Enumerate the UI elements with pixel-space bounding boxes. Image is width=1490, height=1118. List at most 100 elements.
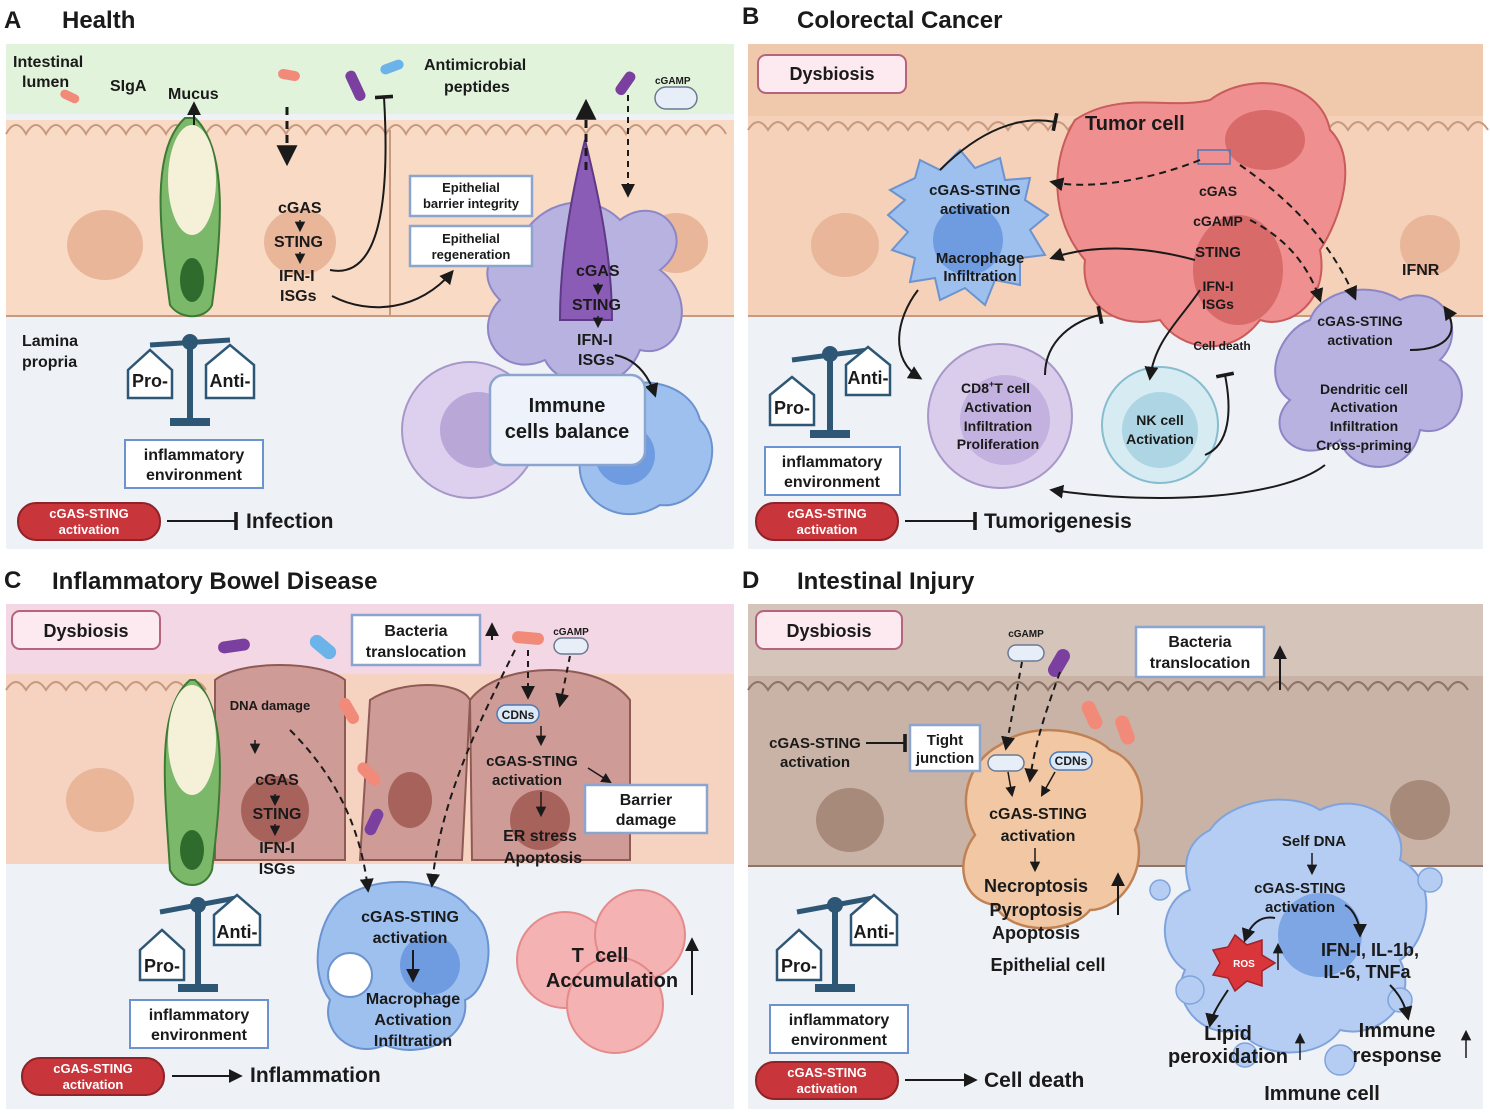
pro-label-c: Pro- — [144, 956, 180, 976]
ros-label: ROS — [1233, 959, 1255, 970]
tumor-ifn: IFN-I — [1202, 278, 1233, 294]
tcell-label-1: T cell — [572, 945, 629, 967]
balance-scale-a — [126, 334, 256, 426]
imm-act-2: activation — [1265, 899, 1335, 916]
dc-b-3: Dendritic cell — [1320, 381, 1408, 397]
apoptosis-label-c: Apoptosis — [504, 850, 582, 867]
outcome-infection: Infection — [246, 510, 334, 533]
dc-b-5: Infiltration — [1330, 418, 1398, 434]
dc-isgs-label: ISGs — [578, 352, 615, 369]
translocation-d-1: Bacteria — [1168, 634, 1231, 651]
pill-label-b-2: activation — [797, 522, 858, 537]
act-c-1: cGAS-STING — [486, 753, 578, 770]
dc-b-6: Cross-priming — [1316, 437, 1412, 453]
epi-act-2: activation — [1001, 828, 1076, 845]
dysbiosis-label-d: Dysbiosis — [786, 621, 871, 641]
apoptosis-label-d: Apoptosis — [992, 923, 1080, 943]
pill-label-d-2: activation — [797, 1081, 858, 1096]
mac-b-3: Macrophage — [936, 250, 1024, 267]
pill-label-c-1: cGAS-STING — [53, 1061, 132, 1076]
env-label-d-1: inflammatory — [789, 1012, 890, 1029]
panel-letter-b: B — [742, 3, 759, 30]
cd8-label-4: Proliferation — [957, 436, 1039, 452]
dc-b-2: activation — [1327, 332, 1392, 348]
panel-title-c: Inflammatory Bowel Disease — [52, 568, 377, 595]
panel-title-a: Health — [62, 7, 135, 34]
anti-label-c: Anti- — [217, 922, 258, 942]
er-stress-label: ER stress — [503, 828, 577, 845]
pro-label-a: Pro- — [132, 371, 168, 391]
ifn-label-a: IFN-I — [279, 268, 315, 285]
mac-b-2: activation — [940, 201, 1010, 218]
ifn-label-c: IFN-I — [259, 840, 295, 857]
pill-label-b-1: cGAS-STING — [787, 506, 866, 521]
anti-label-d: Anti- — [854, 922, 895, 942]
cgamp-label-d: cGAMP — [1008, 629, 1044, 640]
tumor-cgamp: cGAMP — [1193, 213, 1243, 229]
outcome-inflammation: Inflammation — [250, 1064, 381, 1087]
tumor-cgas: cGAS — [1199, 183, 1237, 199]
immune-resp-1: Immune — [1359, 1020, 1436, 1042]
immune-cell-label: Immune cell — [1264, 1083, 1380, 1105]
panel-d — [747, 604, 1483, 1109]
dna-damage-label: DNA damage — [230, 698, 310, 713]
pill-label-a-1: cGAS-STING — [49, 506, 128, 521]
mac-c-3: Macrophage — [366, 991, 460, 1008]
panel-letter-c: C — [4, 567, 21, 594]
dc-sting-label: STING — [572, 297, 621, 314]
anti-label-a: Anti- — [210, 371, 251, 391]
amp-label-2: peptides — [444, 79, 510, 96]
isgs-label-a: ISGs — [280, 288, 317, 305]
cdns-label-d: CDNs — [1055, 754, 1088, 768]
cgas-label-c: cGAS — [255, 772, 299, 789]
pill-label-c-2: activation — [63, 1077, 124, 1092]
panel-a — [5, 44, 734, 549]
cgamp-label-a: cGAMP — [655, 76, 691, 87]
cgas-label-a: cGAS — [278, 200, 322, 217]
cgamp-label-c: cGAMP — [553, 627, 589, 638]
panel-b — [747, 44, 1489, 549]
outcome-cell-death: Cell death — [984, 1069, 1084, 1092]
dc-b-4: Activation — [1330, 399, 1398, 415]
act-c-2: activation — [492, 772, 562, 789]
immune-resp-2: response — [1353, 1045, 1442, 1067]
mac-c-4: Activation — [374, 1012, 451, 1029]
env-label-c-1: inflammatory — [149, 1007, 250, 1024]
regen-label-2: regeneration — [432, 247, 511, 262]
lumen-label-1: Intestinal — [13, 54, 83, 71]
tight-junction-2: junction — [915, 750, 974, 767]
panel-title-d: Intestinal Injury — [797, 568, 975, 595]
ifnr-label: IFNR — [1402, 262, 1440, 279]
left-act-d-1: cGAS-STING — [769, 735, 861, 752]
nk-label-1: NK cell — [1136, 412, 1183, 428]
cytokines-2: IL-6, TNFa — [1323, 962, 1411, 982]
pro-label-d: Pro- — [781, 956, 817, 976]
balance-scale-b — [768, 345, 892, 438]
mac-c-2: activation — [373, 930, 448, 947]
tcell-label-2: Accumulation — [546, 970, 678, 992]
lamina-label-2: propria — [22, 354, 77, 371]
mac-c-1: cGAS-STING — [361, 909, 459, 926]
left-act-d-2: activation — [780, 754, 850, 771]
balance-scale-d — [775, 893, 899, 992]
sting-label-a: STING — [274, 234, 323, 251]
translocation-c-1: Bacteria — [384, 623, 447, 640]
tumor-cell-label: Tumor cell — [1085, 113, 1185, 135]
barrier-label-1: Epithelial — [442, 180, 500, 195]
env-label-b-2: environment — [784, 474, 881, 491]
amp-label-1: Antimicrobial — [424, 57, 526, 74]
isgs-label-c: ISGs — [259, 861, 296, 878]
outcome-tumorigenesis: Tumorigenesis — [984, 510, 1132, 533]
pill-label-a-2: activation — [59, 522, 120, 537]
cytokines-1: IFN-I, IL-1b, — [1321, 940, 1419, 960]
mac-b-4: Infiltration — [943, 268, 1016, 285]
imm-act-1: cGAS-STING — [1254, 880, 1346, 897]
pill-label-d-1: cGAS-STING — [787, 1065, 866, 1080]
pro-label-b: Pro- — [774, 398, 810, 418]
balance-scale-c — [138, 893, 262, 992]
barrier-damage-2: damage — [616, 812, 677, 829]
env-label-a-2: environment — [146, 467, 243, 484]
tumor-death: Cell death — [1193, 339, 1250, 353]
lipid-label-1: Lipid — [1204, 1023, 1252, 1045]
